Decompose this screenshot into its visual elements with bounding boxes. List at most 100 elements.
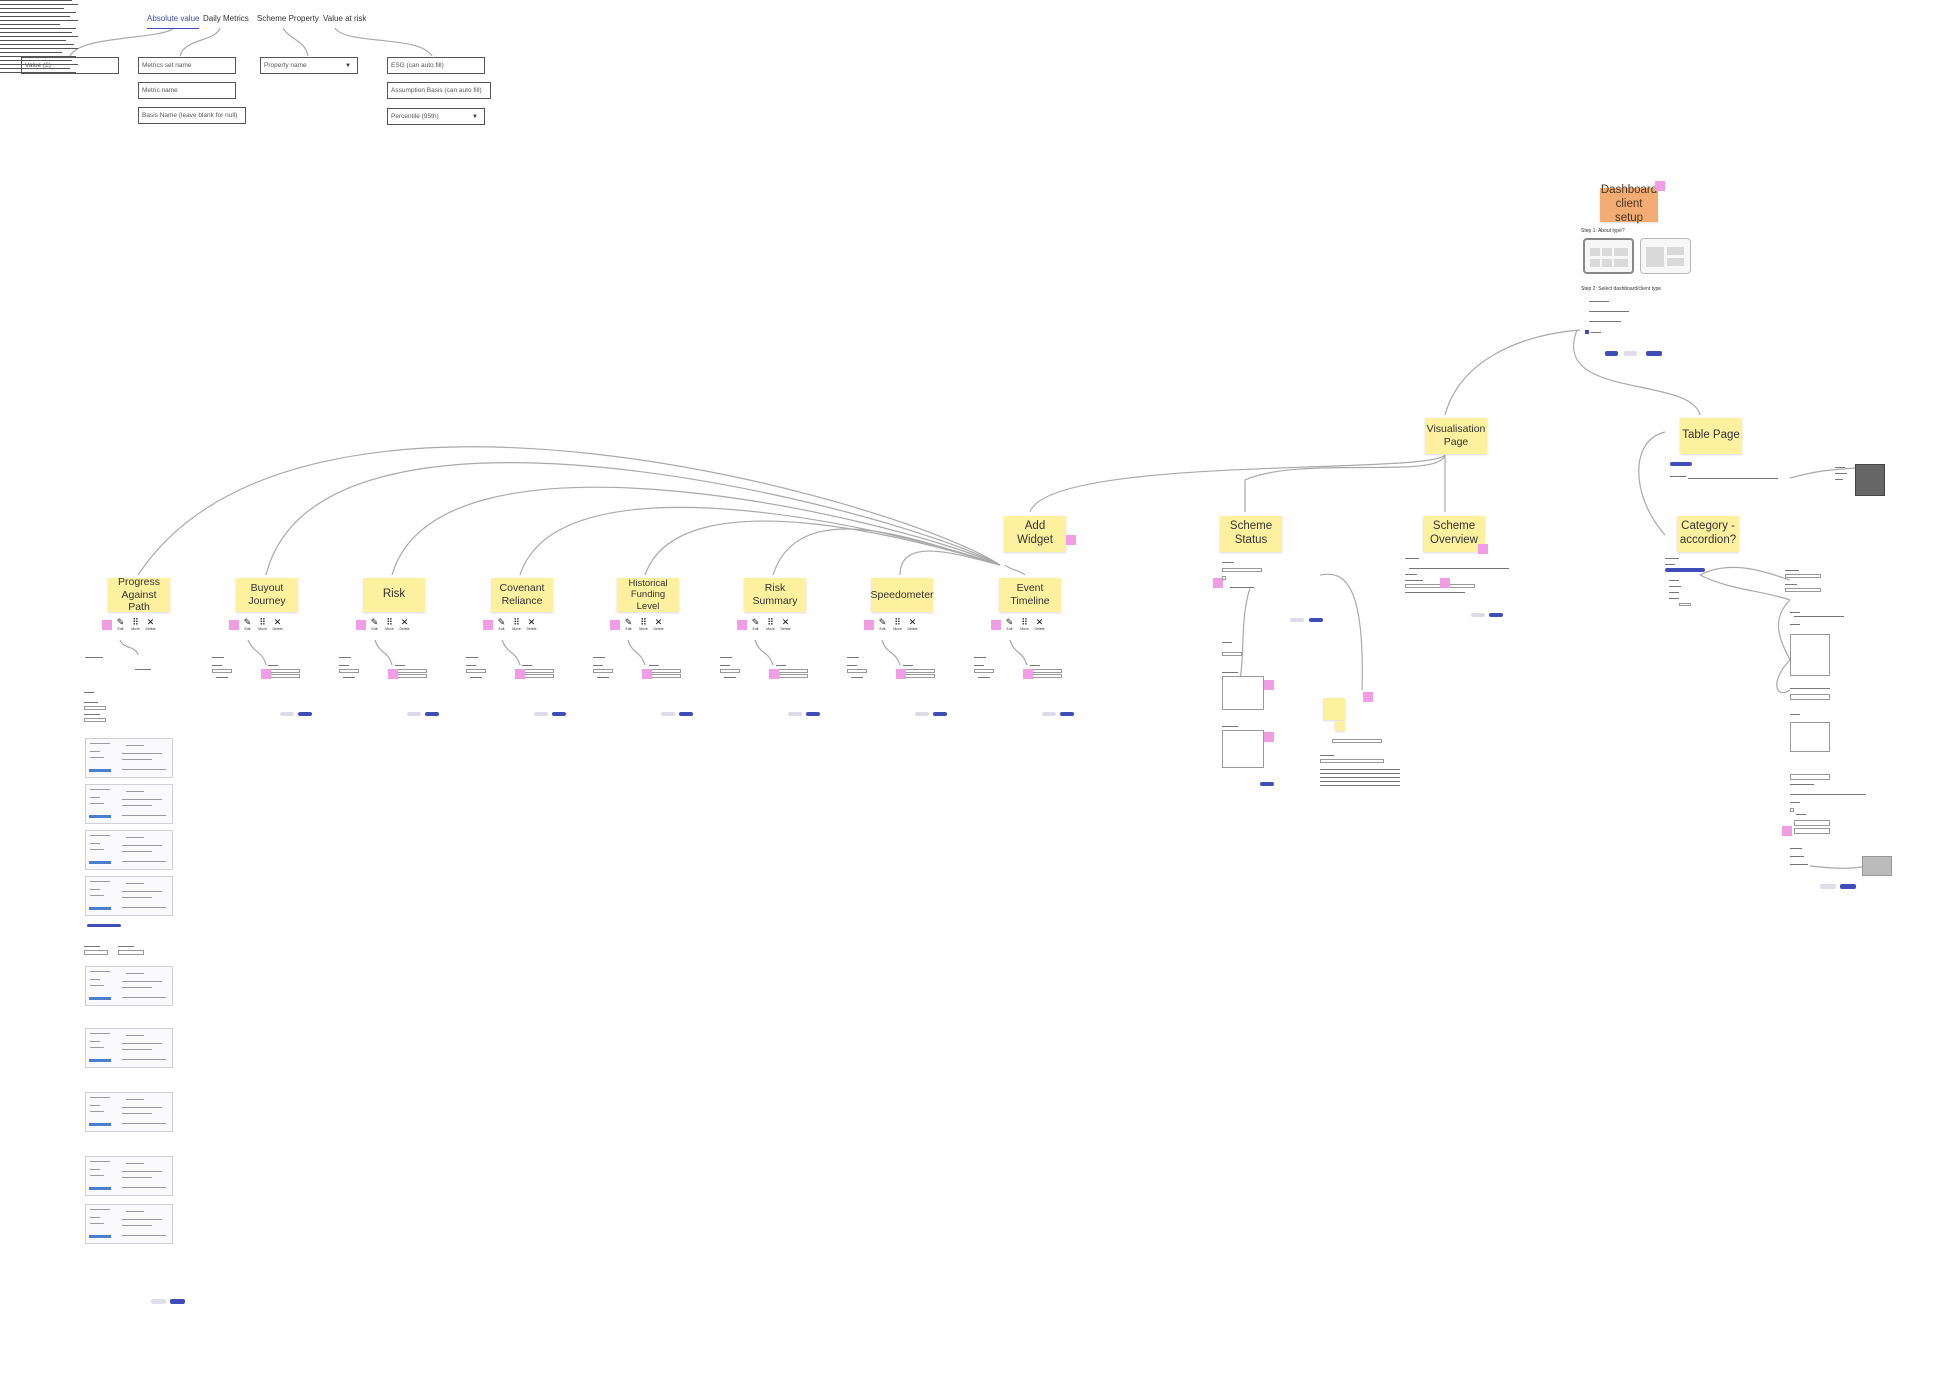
scheme-overview-form-mock: [1405, 556, 1515, 626]
comment-marker: [737, 620, 747, 630]
close-icon[interactable]: ✕: [400, 617, 409, 627]
value-field[interactable]: Value (£): [21, 57, 119, 74]
move-grip-icon[interactable]: ⠿: [132, 617, 139, 627]
move-grip-icon[interactable]: ⠿: [1021, 617, 1028, 627]
move-grip-icon[interactable]: ⠿: [513, 617, 520, 627]
text-block-mock: [0, 0, 80, 78]
pencil-icon[interactable]: ✎: [751, 617, 760, 627]
dashboard-type-card[interactable]: [1583, 238, 1634, 274]
sticky-dashboard-client-setup: Dashboard client setup: [1600, 184, 1658, 224]
move-grip-icon[interactable]: ⠿: [640, 617, 647, 627]
comment-marker: [1478, 544, 1488, 554]
metric-set-name-field[interactable]: Metrics set name: [138, 57, 236, 74]
move-grip-icon[interactable]: ⠿: [894, 617, 901, 627]
connector: [519, 506, 1001, 576]
widget-form-mock: [974, 655, 1084, 720]
preview-button[interactable]: [151, 1299, 166, 1304]
save-button[interactable]: [1840, 884, 1856, 889]
sticky-event-timeline: Event Timeline: [999, 578, 1061, 612]
category-form-mock: [1790, 610, 1865, 760]
connector: [179, 27, 221, 57]
close-icon[interactable]: ✕: [527, 617, 536, 627]
category-form-mock: [1790, 770, 1870, 890]
comment-marker: [261, 669, 271, 679]
widget-form-mock: [593, 655, 703, 720]
add-button[interactable]: [87, 924, 121, 927]
connector: [1444, 329, 1581, 416]
comment-marker: [356, 620, 366, 630]
next-button[interactable]: [1605, 351, 1618, 356]
connector: [391, 486, 1001, 576]
connector: [772, 528, 1001, 576]
comment-marker: [1264, 732, 1274, 742]
close-icon[interactable]: ✕: [781, 617, 790, 627]
widget-toolbar: ✎Edit ⠿Move ✕Delete: [241, 618, 293, 634]
preview-button[interactable]: [1624, 351, 1637, 356]
comment-marker: [388, 669, 398, 679]
connector: [1638, 431, 1666, 536]
pencil-icon[interactable]: ✎: [878, 617, 887, 627]
client-type-radio-list[interactable]: [1585, 298, 1665, 338]
widget-preview-panel: [85, 966, 173, 1006]
close-icon[interactable]: ✕: [273, 617, 282, 627]
widget-form-mock: [720, 655, 830, 720]
move-grip-icon[interactable]: ⠿: [386, 617, 393, 627]
tab-scheme-property[interactable]: Scheme Property: [257, 14, 319, 23]
basis-name-field[interactable]: Basis Name (leave blank for null): [138, 107, 246, 124]
connector: [899, 550, 1001, 576]
connector: [1777, 599, 1791, 661]
comment-marker: [1066, 535, 1076, 545]
comment-marker: [1655, 181, 1665, 191]
widget-preview-panel: [85, 784, 173, 824]
move-grip-icon[interactable]: ⠿: [767, 617, 774, 627]
esg-field[interactable]: ESG (can auto fill): [387, 57, 485, 74]
scheme-status-form-mock: [1320, 735, 1405, 793]
table-action-button[interactable]: [1670, 462, 1692, 466]
pencil-icon[interactable]: ✎: [370, 617, 379, 627]
connector: [334, 27, 433, 57]
preview-button[interactable]: [1820, 884, 1836, 889]
close-icon[interactable]: ✕: [908, 617, 917, 627]
sticky-table-page: Table Page: [1680, 418, 1742, 454]
setup-step1-label: Step 1: About type?: [1581, 228, 1625, 234]
connector: [1776, 659, 1791, 694]
pencil-icon[interactable]: ✎: [497, 617, 506, 627]
comment-marker: [102, 620, 112, 630]
widget-toolbar: ✎Edit ⠿Move ✕Delete: [114, 618, 166, 634]
comment-marker: [1213, 578, 1223, 588]
move-grip-icon[interactable]: ⠿: [259, 617, 266, 627]
percentile-select[interactable]: Percentile (95th) ▼: [387, 108, 485, 125]
create-button[interactable]: [1646, 351, 1662, 356]
close-icon[interactable]: ✕: [1035, 617, 1044, 627]
assumption-basis-field[interactable]: Assumption Basis (can auto fill): [387, 82, 491, 99]
save-button[interactable]: [170, 1299, 185, 1304]
widget-toolbar: ✎Edit ⠿Move ✕Delete: [1003, 618, 1055, 634]
comment-marker: [991, 620, 1001, 630]
widget-form-mock: [85, 655, 195, 720]
pencil-icon[interactable]: ✎: [243, 617, 252, 627]
metric-name-field[interactable]: Metric name: [138, 82, 236, 99]
tab-absolute-value[interactable]: Absolute value: [147, 14, 200, 29]
dashboard-type-card[interactable]: [1640, 238, 1691, 274]
connector: [282, 27, 309, 57]
pencil-icon[interactable]: ✎: [1005, 617, 1014, 627]
connector: [1004, 564, 1026, 576]
note-sticky: [1323, 698, 1345, 720]
property-name-select[interactable]: Property name▼: [260, 57, 358, 74]
sticky-risk-summary: Risk Summary: [744, 578, 806, 612]
tab-daily-metrics[interactable]: Daily Metrics: [203, 14, 249, 23]
tab-value-at-risk[interactable]: Value at risk: [323, 14, 367, 23]
pencil-icon[interactable]: ✎: [116, 617, 125, 627]
comment-marker: [610, 620, 620, 630]
pencil-icon[interactable]: ✎: [624, 617, 633, 627]
comment-marker: [1264, 680, 1274, 690]
sticky-buyout-journey: Buyout Journey: [236, 578, 298, 612]
comment-marker: [229, 620, 239, 630]
chevron-down-icon: ▼: [472, 114, 478, 120]
widget-toolbar: ✎Edit ⠿Move ✕Delete: [495, 618, 547, 634]
close-icon[interactable]: ✕: [654, 617, 663, 627]
property-name-value: Property name: [264, 62, 307, 69]
widget-form-mock: [212, 655, 322, 720]
close-icon[interactable]: ✕: [146, 617, 155, 627]
percentile-value: Percentile (95th): [391, 113, 439, 120]
